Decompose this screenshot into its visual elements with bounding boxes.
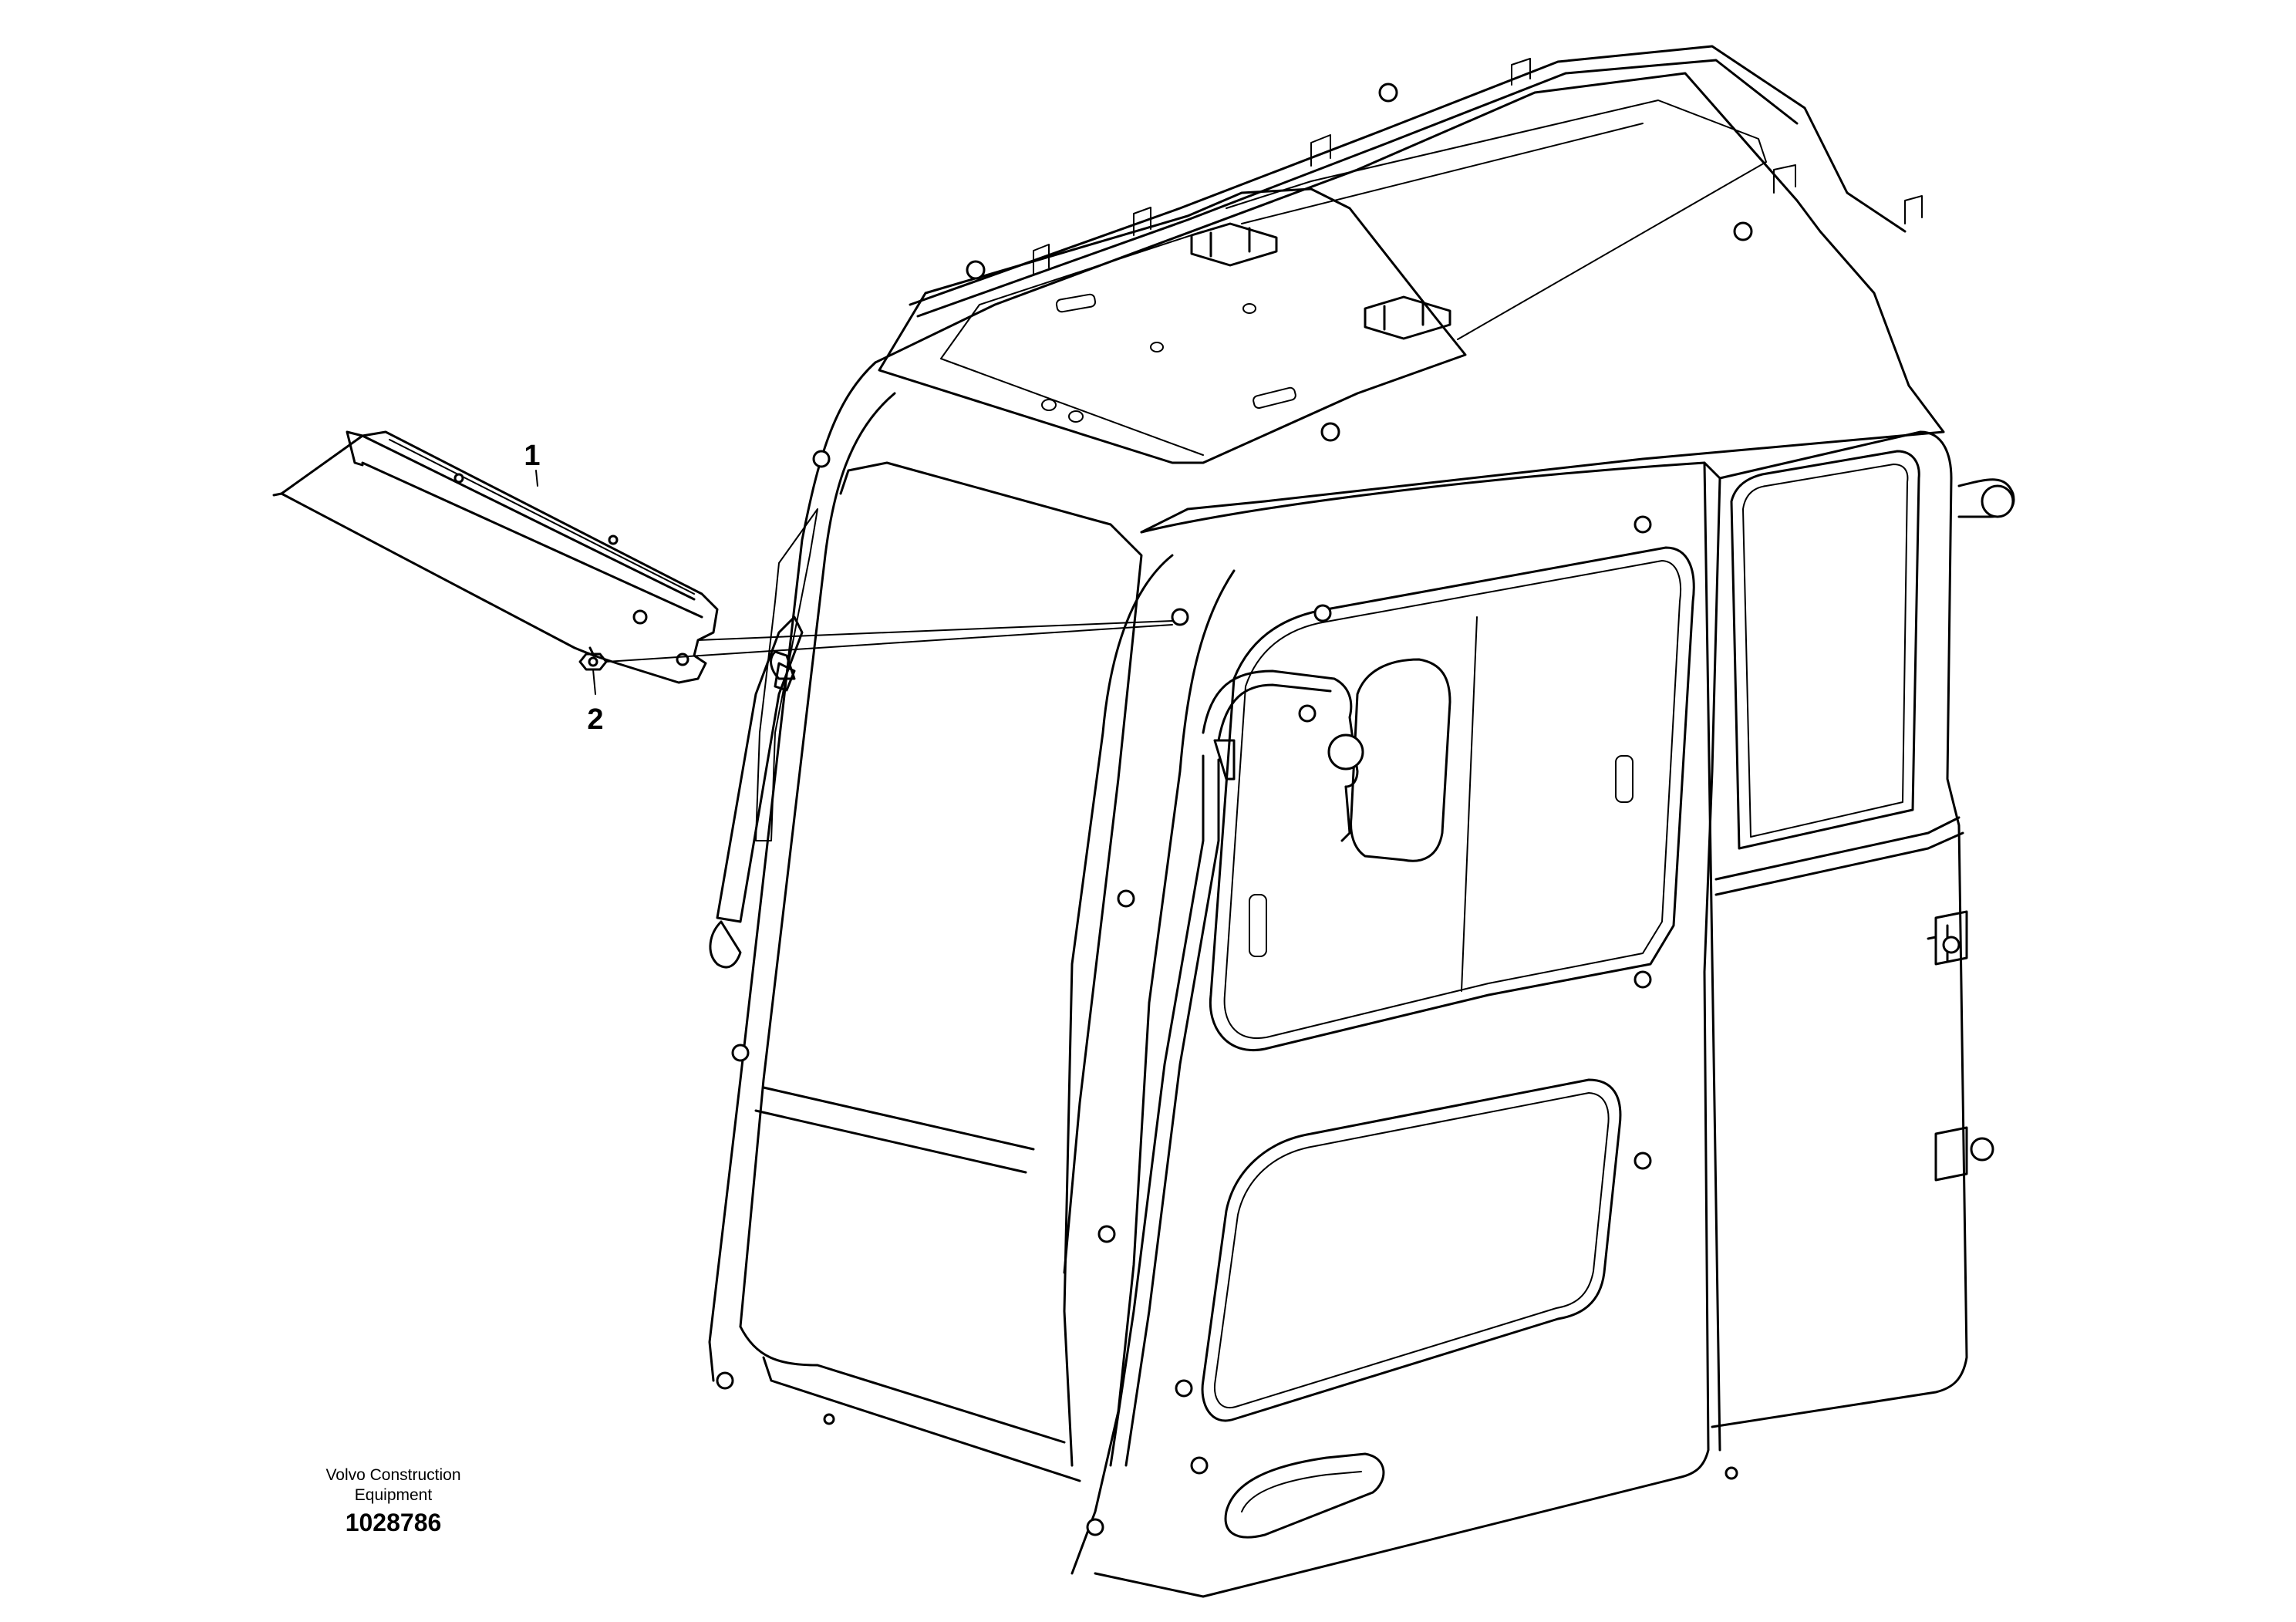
callout-label-2: 2 bbox=[587, 703, 603, 736]
cab-body bbox=[708, 45, 2015, 1598]
credit-company-line1: Volvo Construction bbox=[325, 1466, 461, 1484]
nut bbox=[578, 653, 608, 671]
callout-labels: 1 2 bbox=[524, 440, 603, 736]
callout-label-1: 1 bbox=[524, 440, 540, 472]
drawing-number: 1028786 bbox=[345, 1509, 442, 1536]
credit-company-line2: Equipment bbox=[354, 1486, 433, 1504]
leader-lines bbox=[535, 470, 1173, 695]
sun-visor bbox=[272, 430, 719, 684]
